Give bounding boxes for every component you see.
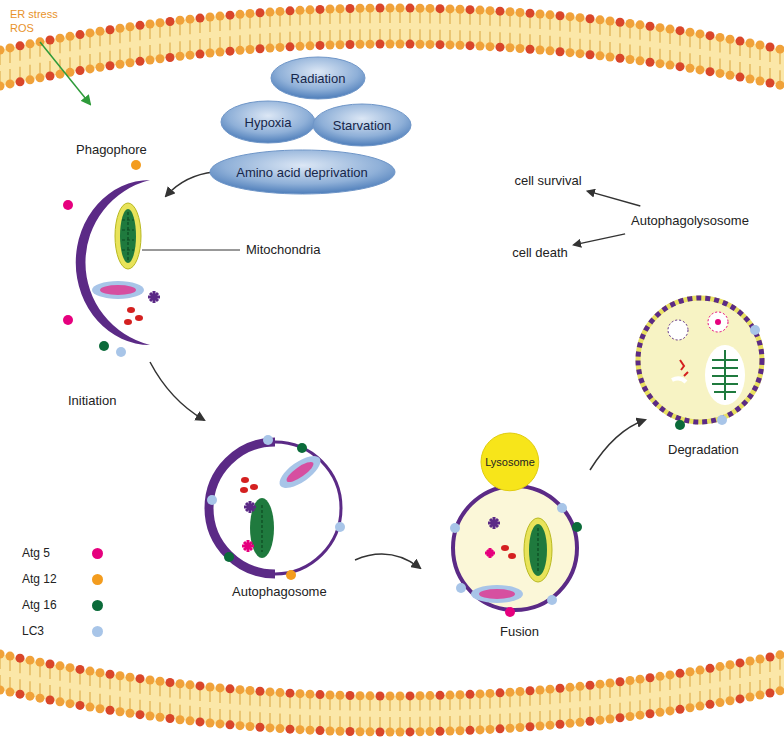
stimulus-ellipse: Starvation [312,103,412,147]
legend-swatch [92,626,103,637]
node-text: Autophagolysosome [631,213,749,228]
legend-row: Atg 16 [22,592,103,618]
outcome-label: cell death [510,242,570,262]
node-text: Starvation [333,118,392,133]
legend-swatch [92,574,103,585]
stage-label: Phagophore [76,142,147,157]
membrane-band [0,8,784,88]
legend-text: Atg 5 [22,546,92,560]
legend-swatch [92,548,103,559]
stage-label: Fusion [500,624,539,639]
outcome-label: cell survival [512,170,583,190]
stage-label: Initiation [68,393,116,408]
outcome-label: Autophagolysosome [629,210,751,230]
membrane-band [0,652,784,732]
node-text: Hypoxia [245,115,292,130]
stage-label: ROS [10,22,34,34]
legend-row: Atg 12 [22,566,103,592]
node-text: Lysosome [485,456,535,468]
node-text: Amino acid deprivation [236,165,368,180]
outcome-arrow [574,234,625,245]
leader-line [142,250,240,251]
cell-membrane [0,4,784,737]
node-text: Radiation [291,71,346,86]
stimulus-ellipse: Amino acid deprivation [209,149,396,195]
fusion-vesicle [450,486,582,617]
flow-arrow [166,172,214,196]
flow-arrow [590,420,645,470]
stress-arrow [40,42,90,104]
autophagosome [207,435,345,580]
autophagolysosome-vesicle [638,298,762,430]
stimulus-ellipse: Radiation [270,56,366,100]
stage-label: Mitochondria [246,242,320,257]
legend-text: Atg 12 [22,572,92,586]
lysosome-circle: Lysosome [480,432,540,492]
legend-row: Atg 5 [22,540,103,566]
legend-text: Atg 16 [22,598,92,612]
stage-label: Degradation [668,442,739,457]
outcome-arrow [588,191,641,206]
legend-text: LC3 [22,624,92,638]
phagophore [63,160,160,357]
stage-label: Autophagosome [232,584,327,599]
flow-arrow [150,362,204,420]
legend: Atg 5 Atg 12 Atg 16 LC3 [22,540,103,644]
stage-label: ER stress [10,8,58,20]
flow-arrow [355,554,420,568]
legend-row: LC3 [22,618,103,644]
stimulus-ellipse: Hypoxia [220,100,316,144]
node-text: cell death [512,245,568,260]
node-text: cell survival [514,173,581,188]
legend-swatch [92,600,103,611]
